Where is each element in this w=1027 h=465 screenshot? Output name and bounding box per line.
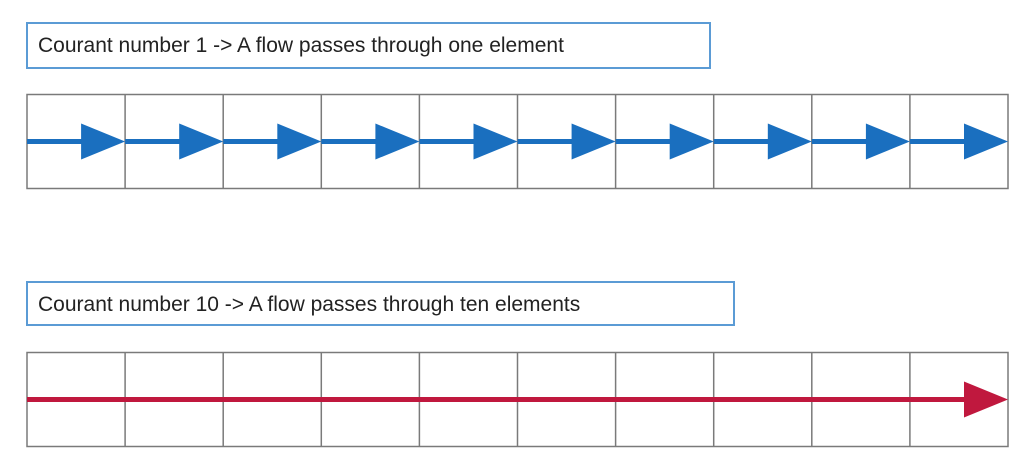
courant-1-label: Courant number 1 -> A flow passes throug… — [26, 22, 711, 69]
flow-arrow-head — [81, 123, 126, 160]
flow-arrow-head — [767, 123, 812, 160]
flow-arrow-shaft — [27, 397, 966, 402]
flow-arrow-shaft — [713, 139, 770, 144]
flow-arrow-head — [669, 123, 714, 160]
flow-arrow-head — [964, 381, 1008, 418]
flow-arrow — [419, 123, 518, 160]
flow-arrow-shaft — [125, 139, 182, 144]
flow-arrow — [27, 123, 126, 160]
flow-arrow-head — [277, 123, 322, 160]
flow-arrow — [517, 123, 616, 160]
flow-arrow-shaft — [909, 139, 966, 144]
flow-arrow-shaft — [223, 139, 280, 144]
flow-arrow — [615, 123, 714, 160]
flow-arrow-shaft — [419, 139, 476, 144]
flow-arrow — [223, 123, 322, 160]
flow-arrow-shaft — [27, 139, 84, 144]
flow-arrow — [713, 123, 812, 160]
flow-arrow — [811, 123, 910, 160]
flow-arrow-shaft — [517, 139, 574, 144]
courant-10-element-row — [26, 351, 1009, 448]
flow-arrow — [909, 123, 1008, 160]
courant-10-label: Courant number 10 -> A flow passes throu… — [26, 281, 735, 326]
flow-arrow-head — [964, 123, 1008, 160]
flow-arrow — [321, 123, 420, 160]
flow-arrow-head — [473, 123, 518, 160]
courant-1-element-row — [26, 93, 1009, 190]
flow-arrow-head — [375, 123, 420, 160]
flow-arrow-shaft — [615, 139, 672, 144]
flow-arrow — [27, 381, 1008, 418]
flow-arrow — [125, 123, 224, 160]
flow-arrow-head — [179, 123, 224, 160]
flow-arrow-shaft — [321, 139, 378, 144]
flow-arrow-shaft — [811, 139, 868, 144]
flow-arrow-head — [571, 123, 616, 160]
flow-arrow-head — [865, 123, 910, 160]
